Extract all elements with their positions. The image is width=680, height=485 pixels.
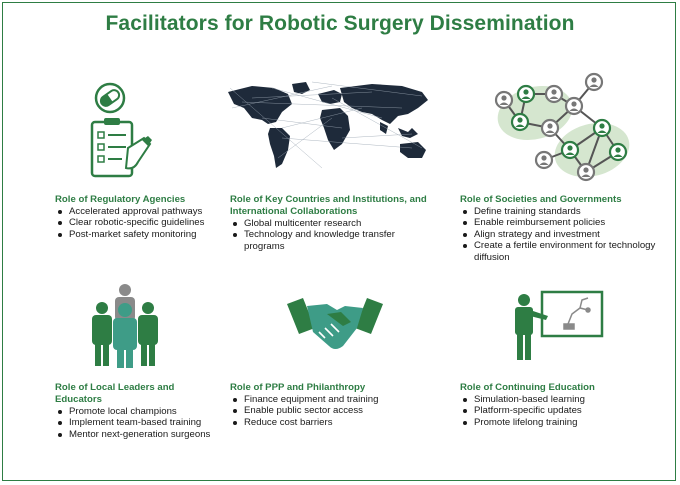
group-people-icon [90,284,160,370]
list-item: Clear robotic-specific guidelines [55,217,225,228]
list-item: Implement team-based training [55,417,225,428]
bullet-list: Accelerated approval pathways Clear robo… [55,206,225,240]
bullet-list: Simulation-based learning Platform-speci… [460,394,660,428]
figure-title: Facilitators for Robotic Surgery Dissemi… [105,12,575,35]
regulatory-checklist-icon [78,78,158,188]
panel-heading: Role of Regulatory Agencies [55,194,186,205]
list-item: Accelerated approval pathways [55,206,225,217]
list-item: Platform-specific updates [460,405,660,416]
panel-heading: Role of Key Countries and Institutions, … [230,194,427,217]
list-item: Promote lifelong training [460,417,660,428]
people-network-icon [490,68,635,188]
bullet-list: Finance equipment and training Enable pu… [230,394,430,428]
list-item: Create a fertile environment for technol… [460,240,660,263]
panel-heading: Role of PPP and Philanthropy [230,382,366,393]
list-item: Post-market safety monitoring [55,229,225,240]
world-network-map-icon [222,78,442,178]
bullet-list: Global multicenter research Technology a… [230,218,435,252]
list-item: Enable reimbursement policies [460,217,660,228]
teacher-board-icon [508,288,608,364]
list-item: Define training standards [460,206,660,217]
list-item: Finance equipment and training [230,394,430,405]
figure-frame [2,2,676,481]
bullet-list: Promote local champions Implement team-b… [55,406,225,440]
list-item: Mentor next-generation surgeons [55,429,225,440]
list-item: Global multicenter research [230,218,435,229]
list-item: Align strategy and investment [460,229,660,240]
list-item: Reduce cost barriers [230,417,430,428]
list-item: Promote local champions [55,406,225,417]
list-item: Technology and knowledge transfer progra… [230,229,435,252]
panel-heading: Role of Local Leaders and Educators [55,382,175,405]
bullet-list: Define training standards Enable reimbur… [460,206,660,263]
handshake-icon [285,292,385,358]
panel-heading: Role of Societies and Governments [460,194,622,205]
list-item: Simulation-based learning [460,394,660,405]
panel-heading: Role of Continuing Education [460,382,595,393]
list-item: Enable public sector access [230,405,430,416]
